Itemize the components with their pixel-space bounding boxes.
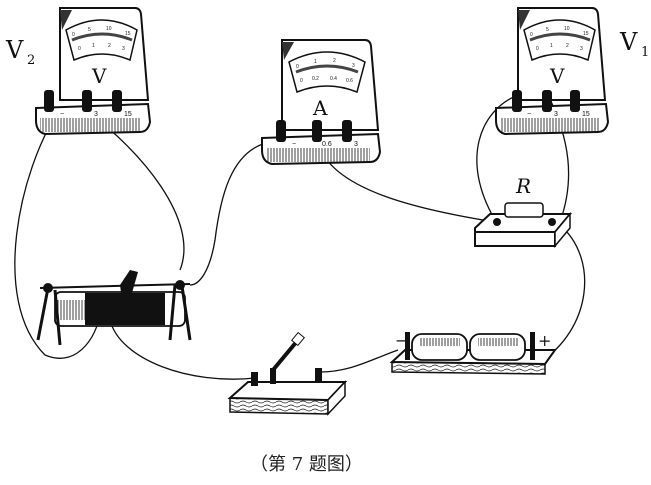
- v2-label: V: [5, 36, 24, 64]
- scale-tick: 0: [300, 78, 303, 84]
- rheostat: [36, 270, 192, 346]
- terminal-label: 3: [554, 111, 558, 118]
- terminal-0.6[interactable]: [312, 120, 322, 142]
- v1-label: V: [619, 28, 638, 56]
- meter-symbol: V: [91, 64, 107, 88]
- battery-plus-label: +: [538, 331, 551, 350]
- scale-tick: 2: [108, 43, 111, 49]
- scale-tick: 0: [72, 32, 75, 38]
- terminal-label: −: [60, 111, 64, 118]
- terminal-negative[interactable]: [512, 90, 522, 112]
- meter-symbol: A: [312, 96, 328, 120]
- scale-tick: 10: [106, 26, 112, 32]
- resistor-label: R: [515, 174, 531, 198]
- ammeter: 0 1 2 3 0 0.2 0.4 0.6 A − 0.6 3: [261, 39, 382, 166]
- terminal-label: 3: [354, 141, 358, 148]
- terminal-label: 15: [582, 111, 590, 118]
- scale-tick: 0.2: [312, 76, 319, 82]
- terminal-label: 15: [124, 111, 132, 118]
- battery-minus-label: −: [395, 331, 408, 350]
- scale-tick: 2: [566, 43, 569, 49]
- scale-tick: 15: [125, 31, 131, 37]
- v1-label-subscript: 1: [641, 45, 649, 60]
- terminal[interactable]: [493, 218, 501, 226]
- terminal-label: 3: [94, 111, 98, 118]
- meter-symbol: V: [549, 64, 565, 88]
- scale-tick: 0: [530, 32, 533, 38]
- scale-tick: 15: [583, 31, 589, 37]
- terminal[interactable]: [548, 218, 556, 226]
- scale-tick: 0: [536, 46, 539, 52]
- scale-tick: 0.4: [330, 76, 337, 82]
- scale-tick: 5: [546, 27, 549, 33]
- terminal-negative[interactable]: [44, 90, 54, 112]
- scale-tick: 10: [564, 26, 570, 32]
- terminal-label: 0.6: [322, 141, 332, 148]
- terminal-label: −: [527, 111, 531, 118]
- terminal-15[interactable]: [570, 90, 580, 112]
- scale-tick: 5: [88, 27, 91, 33]
- scale-tick: 1: [92, 43, 95, 49]
- figure-caption: （第 7 题图）: [250, 454, 363, 475]
- v2-label-subscript: 2: [27, 53, 35, 68]
- scale-tick: 1: [314, 59, 317, 65]
- terminal-label: −: [292, 141, 296, 148]
- scale-tick: 3: [352, 63, 355, 69]
- slider[interactable]: [120, 270, 138, 300]
- scale-tick: 0: [78, 46, 81, 52]
- terminal-3[interactable]: [542, 90, 552, 112]
- scale-tick: 3: [122, 46, 125, 52]
- voltmeter-v2: 0 5 10 15 0 1 2 3 V − 3 15: [35, 7, 152, 136]
- switch[interactable]: [227, 331, 348, 416]
- scale-tick: 0: [296, 64, 299, 70]
- resistor: R: [474, 174, 573, 249]
- scale-tick: 2: [333, 58, 336, 64]
- voltmeter-v1: 0 5 10 15 0 1 2 3 V − 3 15: [495, 7, 610, 136]
- scale-tick: 0.6: [346, 78, 353, 84]
- battery: − +: [389, 331, 557, 375]
- terminal-3[interactable]: [342, 120, 352, 142]
- terminal-negative[interactable]: [276, 120, 286, 142]
- terminal-3[interactable]: [82, 90, 92, 112]
- scale-tick: 1: [550, 43, 553, 49]
- terminal-15[interactable]: [112, 90, 122, 112]
- scale-tick: 3: [580, 46, 583, 52]
